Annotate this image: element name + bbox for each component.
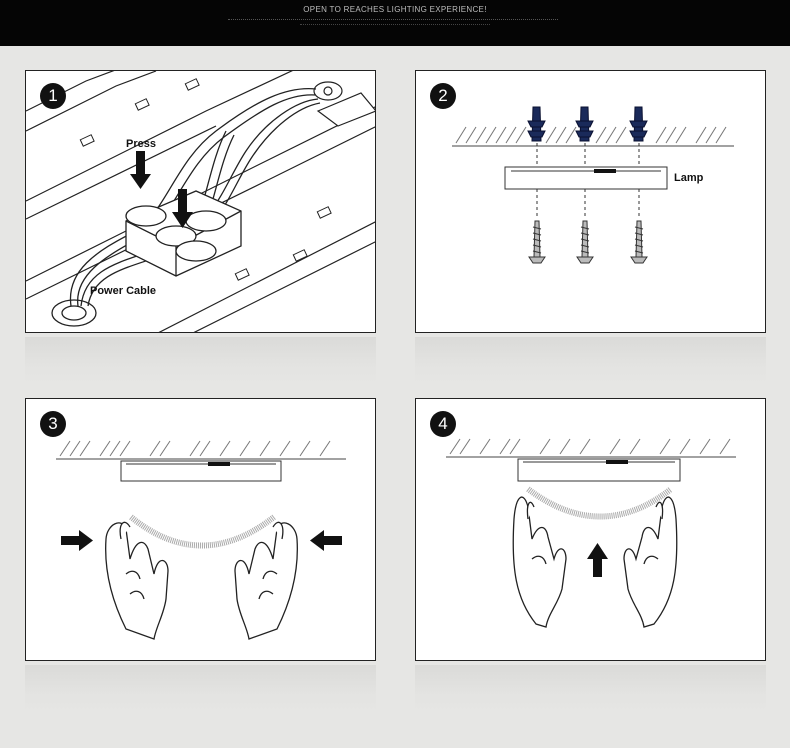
step-2-panel: 2 Lamp bbox=[415, 70, 766, 333]
header-divider bbox=[228, 19, 558, 21]
step-1-illustration bbox=[26, 71, 375, 332]
step-4-number-badge: 4 bbox=[430, 411, 456, 437]
panel-reflection bbox=[25, 665, 376, 713]
header-title: OPEN TO REACHES LIGHTING EXPERIENCE! bbox=[303, 5, 487, 14]
page-header: OPEN TO REACHES LIGHTING EXPERIENCE! bbox=[0, 0, 790, 46]
step-1-number-badge: 1 bbox=[40, 83, 66, 109]
step-3-number-badge: 3 bbox=[40, 411, 66, 437]
panel-reflection bbox=[415, 337, 766, 385]
step-2-number-badge: 2 bbox=[430, 83, 456, 109]
press-label: Press bbox=[126, 138, 156, 150]
lamp-label: Lamp bbox=[674, 172, 704, 184]
step-4-panel: 4 bbox=[415, 398, 766, 661]
panel-reflection bbox=[25, 337, 376, 385]
power-cable-label: Power Cable bbox=[90, 285, 157, 297]
panel-reflection bbox=[415, 665, 766, 713]
step-2-illustration bbox=[452, 106, 734, 264]
step-3-panel: 3 bbox=[25, 398, 376, 661]
step-1-panel: 1 Press Power Cable bbox=[25, 70, 376, 333]
step-4-illustration bbox=[446, 438, 736, 628]
header-divider-short bbox=[300, 24, 490, 26]
step-3-illustration bbox=[56, 440, 346, 640]
